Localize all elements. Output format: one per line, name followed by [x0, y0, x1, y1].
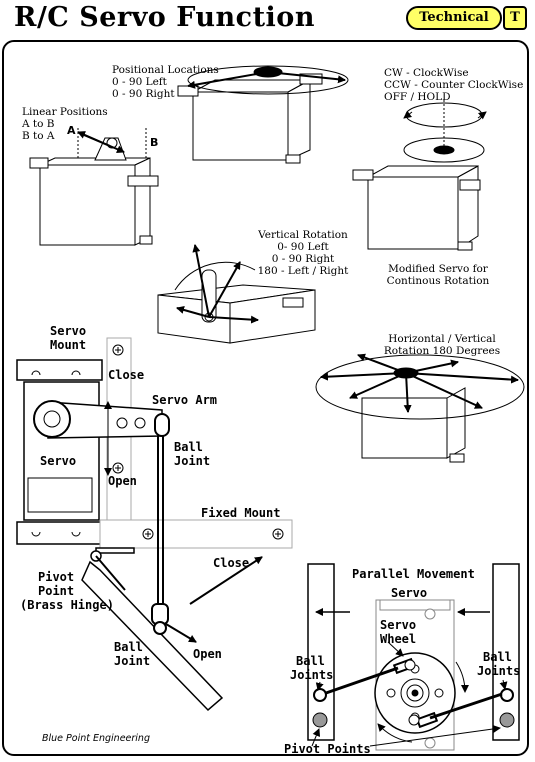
servo-vertical-drawing [157, 244, 316, 344]
ccw-legend-label: CCW - Counter ClockWise [384, 79, 524, 91]
servo-arm-label: Servo Arm [152, 393, 218, 407]
horizontal-vertical-label: Horizontal / Vertical [388, 333, 496, 345]
close-mid-label: Close [213, 556, 250, 570]
credit-text: Blue Point Engineering [42, 733, 150, 744]
servo-wheel-label-2: Wheel [380, 632, 417, 646]
ball-joint-bottom-label-2: Joint [114, 654, 151, 668]
pivot-point-label-2: Point [38, 584, 75, 598]
pivot-point-label-1: Pivot [38, 570, 75, 584]
ball-joints-left-label-1: Ball [296, 654, 325, 668]
linear-a-to-b-label: A to B [22, 118, 55, 130]
point-a-label: A [67, 124, 76, 137]
ball-joints-right-label-1: Ball [483, 650, 512, 664]
servo-body-label: Servo [40, 454, 77, 468]
vertical-left-label: 0- 90 Left [277, 241, 329, 253]
vertical-rotation-label: Vertical Rotation [258, 229, 348, 241]
servo-horizontal-drawing [315, 353, 525, 463]
open-bottom-label: Open [193, 647, 222, 661]
rotation-180-label: Rotation 180 Degrees [383, 345, 501, 357]
servo-linear-drawing [29, 128, 159, 246]
servo-positional-drawing [177, 65, 349, 164]
parallel-movement-label: Parallel Movement [352, 567, 475, 581]
positional-right-label: 0 - 90 Right [112, 88, 175, 100]
vertical-180-label: 180 - Left / Right [257, 265, 349, 277]
servo-mount-label-2: Mount [50, 338, 87, 352]
ball-joint-bottom-label-1: Ball [114, 640, 143, 654]
parallel-servo-label: Servo [391, 586, 428, 600]
continuous-rotation-label: Continous Rotation [386, 275, 490, 287]
fixed-mount-label: Fixed Mount [201, 506, 281, 520]
modified-servo-label: Modified Servo for [388, 263, 488, 275]
positional-left-label: 0 - 90 Left [112, 76, 167, 88]
linkage-drawing [16, 337, 293, 712]
ball-joint-top-label-2: Joint [174, 454, 211, 468]
page-title: R/C Servo Function [14, 2, 315, 33]
ball-joints-right-label-2: Joints [477, 664, 521, 678]
category-tag[interactable]: Technical [406, 6, 502, 30]
vertical-right-label: 0 - 90 Right [271, 253, 335, 265]
parallel-drawing [307, 563, 520, 751]
off-hold-legend-label: OFF / HOLD [384, 91, 451, 103]
point-b-label: B [150, 136, 159, 149]
category-letter-badge[interactable]: T [503, 6, 527, 30]
pivot-point-label-3: (Brass Hinge) [20, 598, 114, 612]
open-left-label: Open [108, 474, 137, 488]
servo-mount-label-1: Servo [50, 324, 87, 338]
pivot-points-label: Pivot Points [284, 742, 371, 756]
servo-continuous-drawing [352, 100, 487, 251]
linear-b-to-a-label: B to A [22, 130, 55, 142]
servo-wheel-label-1: Servo [380, 618, 417, 632]
linear-positions-label: Linear Positions [22, 106, 108, 118]
close-top-label: Close [108, 368, 145, 382]
positional-locations-label: Positional Locations [112, 64, 219, 76]
cw-legend-label: CW - ClockWise [384, 67, 469, 79]
ball-joints-left-label-2: Joints [290, 668, 334, 682]
ball-joint-top-label-1: Ball [174, 440, 203, 454]
content-frame [2, 40, 529, 756]
